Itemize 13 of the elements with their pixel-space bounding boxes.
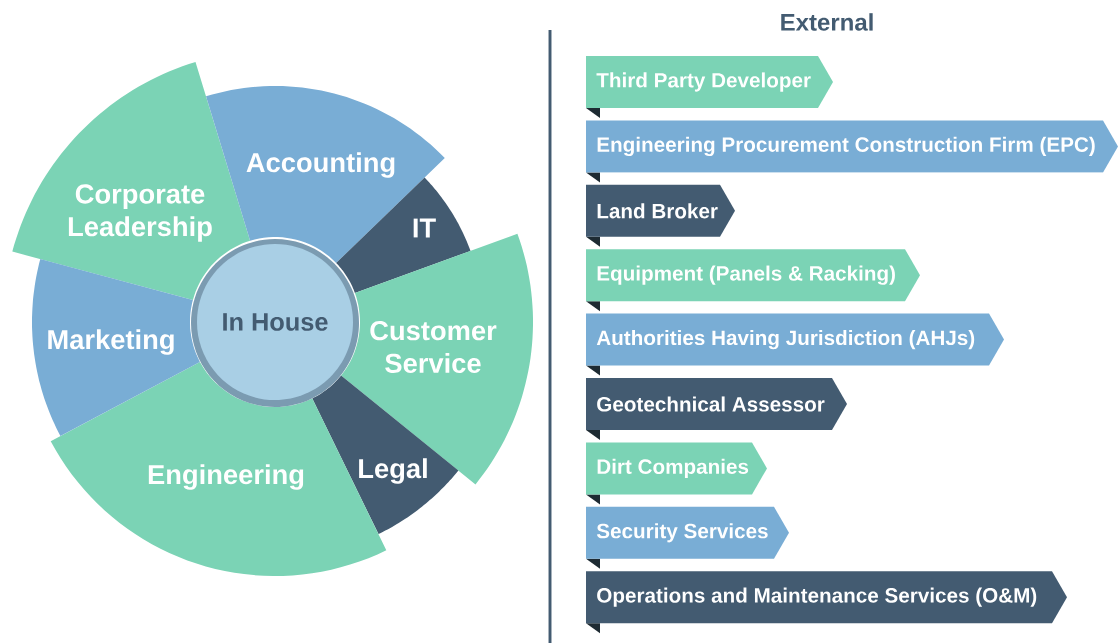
wedge-segment: IT bbox=[336, 177, 471, 293]
ribbon-banner: Equipment (Panels & Racking) bbox=[586, 249, 920, 312]
wedge-segment: Marketing bbox=[32, 259, 200, 437]
ribbon-banner: Land Broker bbox=[586, 184, 735, 247]
heading: External bbox=[781, 13, 873, 31]
ribbon-banner: Authorities Having Jurisdiction (AHJs) bbox=[586, 313, 1004, 376]
ribbon-banner: Dirt Companies bbox=[586, 442, 767, 505]
ribbon-banner: Geotechnical Assessor bbox=[586, 378, 847, 440]
ribbon-banner: Third Party Developer bbox=[586, 56, 833, 118]
wedge-segment: Legal bbox=[312, 375, 459, 535]
ribbon-banner: Engineering Procurement Construction Firm (EPC) bbox=[586, 120, 1118, 183]
ribbon-banner: Operations and Maintenance Services (O&M) bbox=[586, 571, 1067, 634]
ribbon-banner: Security Services bbox=[586, 506, 789, 569]
